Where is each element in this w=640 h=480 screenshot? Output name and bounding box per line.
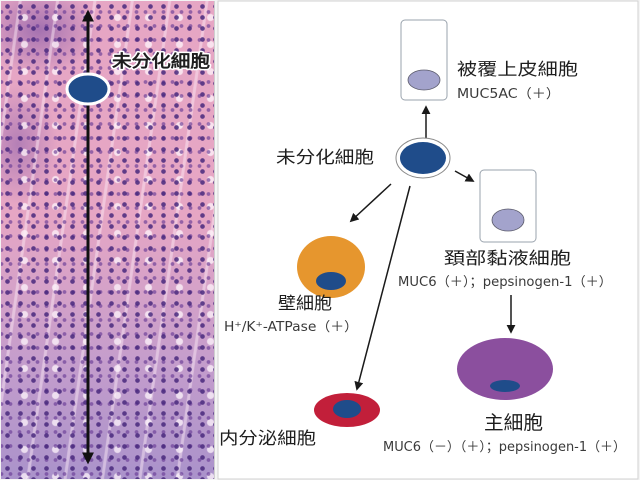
arrow-to-neck-mucous-cell: [454, 170, 475, 182]
surface-mucous-cell-nucleus: [407, 69, 441, 91]
micrograph-undifferentiated-cell: [65, 72, 111, 106]
arrow-to-parietal-cell: [349, 183, 392, 223]
arrow-to-endocrine-cell: [354, 185, 411, 391]
undifferentiated-cell-label: 未分化細胞: [276, 148, 374, 168]
neck-mucous-cell-nucleus: [491, 208, 525, 232]
surface-mucous-cell-label: 被覆上皮細胞: [457, 60, 578, 80]
chief-cell-nucleus: [490, 380, 520, 392]
surface-mucous-cell-marker: MUC5AC（＋）: [457, 87, 560, 102]
chief-cell-marker: MUC6（－）（＋）；pepsinogen-1（＋）: [383, 440, 626, 455]
neck-mucous-cell-label: 頚部黏液細胞: [444, 249, 571, 269]
micrograph-undifferentiated-label: 未分化細胞: [111, 51, 210, 72]
parietal-cell-label: 壁細胞: [278, 294, 332, 314]
parietal-cell-marker: H⁺/K⁺-ATPase（＋）: [224, 320, 358, 335]
parietal-cell-nucleus: [316, 272, 346, 290]
neck-mucous-cell-marker: MUC6（＋）；pepsinogen-1（＋）: [398, 275, 612, 290]
endocrine-cell-label: 内分泌細胞: [219, 429, 316, 449]
endocrine-cell-nucleus: [333, 400, 361, 418]
chief-cell-label: 主細胞: [484, 412, 543, 434]
undifferentiated-cell: [400, 142, 446, 174]
parietal-cell: [297, 236, 365, 298]
chief-cell: [457, 338, 553, 400]
